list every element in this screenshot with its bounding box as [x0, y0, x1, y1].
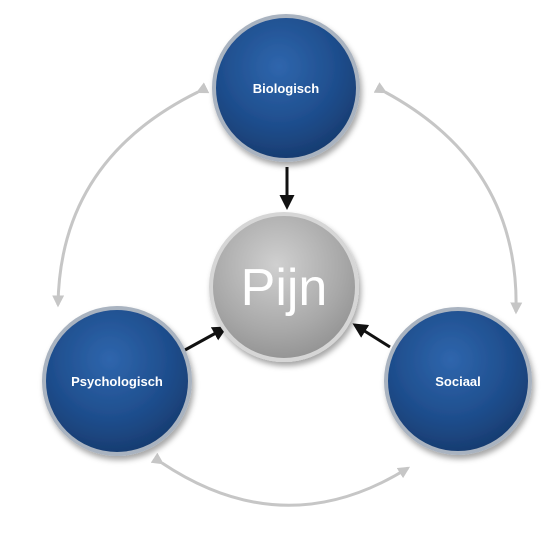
center-node-pijn — [209, 212, 359, 362]
inner-arrow-psy-to-center — [184, 326, 228, 352]
outer-arrow-bio-psy — [52, 82, 210, 308]
center-label: Pijn — [241, 259, 328, 317]
inner-arrow-soc-to-center — [352, 323, 391, 349]
node-psychologisch — [42, 306, 192, 456]
node-label-psychologisch: Psychologisch — [71, 374, 163, 389]
node-sociaal — [384, 307, 532, 455]
node-label-sociaal: Sociaal — [435, 374, 481, 389]
node-label-biologisch: Biologisch — [253, 81, 320, 96]
outer-arrow-psy-soc — [150, 452, 411, 507]
outer-arrow-bio-soc — [373, 82, 523, 315]
node-biologisch — [212, 14, 360, 162]
